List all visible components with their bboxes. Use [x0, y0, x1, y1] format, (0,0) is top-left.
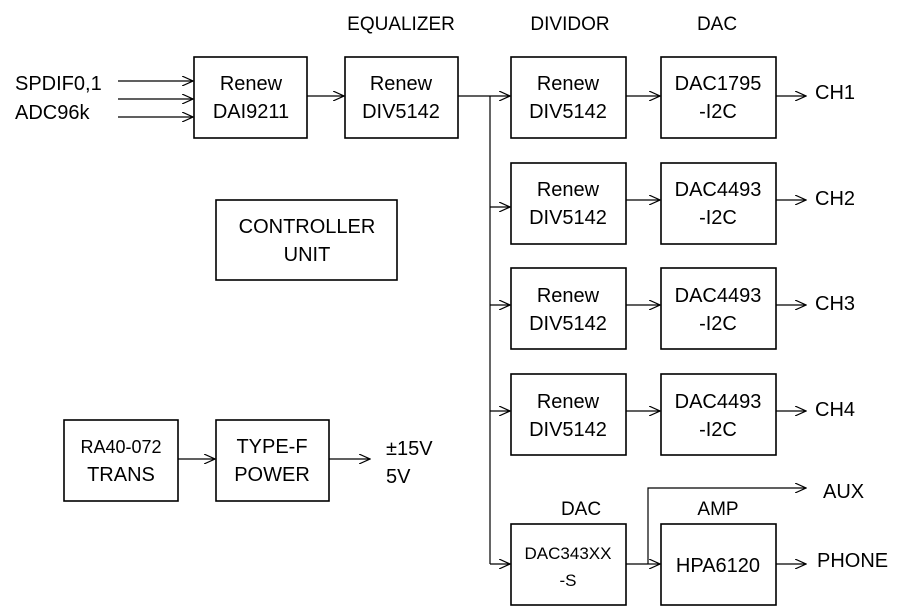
output-label-ch4: CH4	[815, 399, 855, 421]
transformer-line2: TRANS	[87, 464, 155, 486]
equalizer-line1: Renew	[370, 73, 433, 95]
transformer-line1: RA40-072	[80, 437, 161, 457]
divider-line1: Renew	[537, 285, 600, 307]
header-dac: DAC	[697, 14, 737, 35]
equalizer-block: Renew DIV5142	[344, 56, 459, 139]
dac343-line1: DAC343XX	[525, 544, 612, 563]
input-label-spdif: SPDIF0,1	[15, 73, 102, 95]
dac-line1: DAC4493	[675, 391, 762, 413]
output-label-ch3: CH3	[815, 293, 855, 315]
dac-block: DAC4493 -I2C	[660, 373, 777, 456]
dac343-block: DAC343XX -S	[510, 523, 627, 606]
divider-line1: Renew	[537, 73, 600, 95]
output-label-ch1: CH1	[815, 82, 855, 104]
divider-line2: DIV5142	[529, 419, 607, 441]
dai-line1: Renew	[220, 73, 283, 95]
header-amp: AMP	[697, 499, 738, 520]
dac343-line2: -S	[560, 571, 577, 590]
divider-block: Renew DIV5142	[510, 267, 627, 350]
controller-line1: CONTROLLER	[239, 216, 376, 238]
dac-block: DAC4493 -I2C	[660, 162, 777, 245]
divider-block: Renew DIV5142	[510, 162, 627, 245]
dac-block: DAC1795 -I2C	[660, 56, 777, 139]
header-dividor: DIVIDOR	[530, 14, 609, 35]
header-equalizer: EQUALIZER	[347, 14, 455, 35]
dai-block: Renew DAI9211	[193, 56, 308, 139]
transformer-block: RA40-072 TRANS	[63, 419, 179, 502]
amp-line1: HPA6120	[676, 555, 760, 577]
dac-block: DAC4493 -I2C	[660, 267, 777, 350]
controller-line2: UNIT	[284, 244, 331, 266]
dac-line1: DAC4493	[675, 285, 762, 307]
dac-line1: DAC1795	[675, 73, 762, 95]
dac-line2: -I2C	[699, 101, 737, 123]
amp-block: HPA6120	[660, 523, 777, 606]
output-label-aux: AUX	[823, 481, 864, 503]
output-label-phone: PHONE	[817, 550, 888, 572]
dac-line2: -I2C	[699, 419, 737, 441]
dai-line2: DAI9211	[213, 101, 289, 123]
power-output-line2: 5V	[386, 466, 411, 488]
equalizer-line2: DIV5142	[362, 101, 440, 123]
dac-line2: -I2C	[699, 207, 737, 229]
divider-line2: DIV5142	[529, 207, 607, 229]
input-label-adc: ADC96k	[15, 102, 90, 124]
power-line2: POWER	[234, 464, 310, 486]
power-block: TYPE-F POWER	[215, 419, 330, 502]
output-label-ch2: CH2	[815, 188, 855, 210]
divider-line2: DIV5142	[529, 313, 607, 335]
divider-line1: Renew	[537, 179, 600, 201]
aux-branch-arrow	[647, 488, 806, 564]
divider-line2: DIV5142	[529, 101, 607, 123]
controller-block: CONTROLLER UNIT	[215, 199, 398, 281]
dac-line1: DAC4493	[675, 179, 762, 201]
divider-block: Renew DIV5142	[510, 56, 627, 139]
power-line1: TYPE-F	[236, 436, 307, 458]
header-dac-2: DAC	[561, 499, 601, 520]
power-output-line1: ±15V	[386, 438, 433, 460]
divider-line1: Renew	[537, 391, 600, 413]
divider-block: Renew DIV5142	[510, 373, 627, 456]
dac-line2: -I2C	[699, 313, 737, 335]
